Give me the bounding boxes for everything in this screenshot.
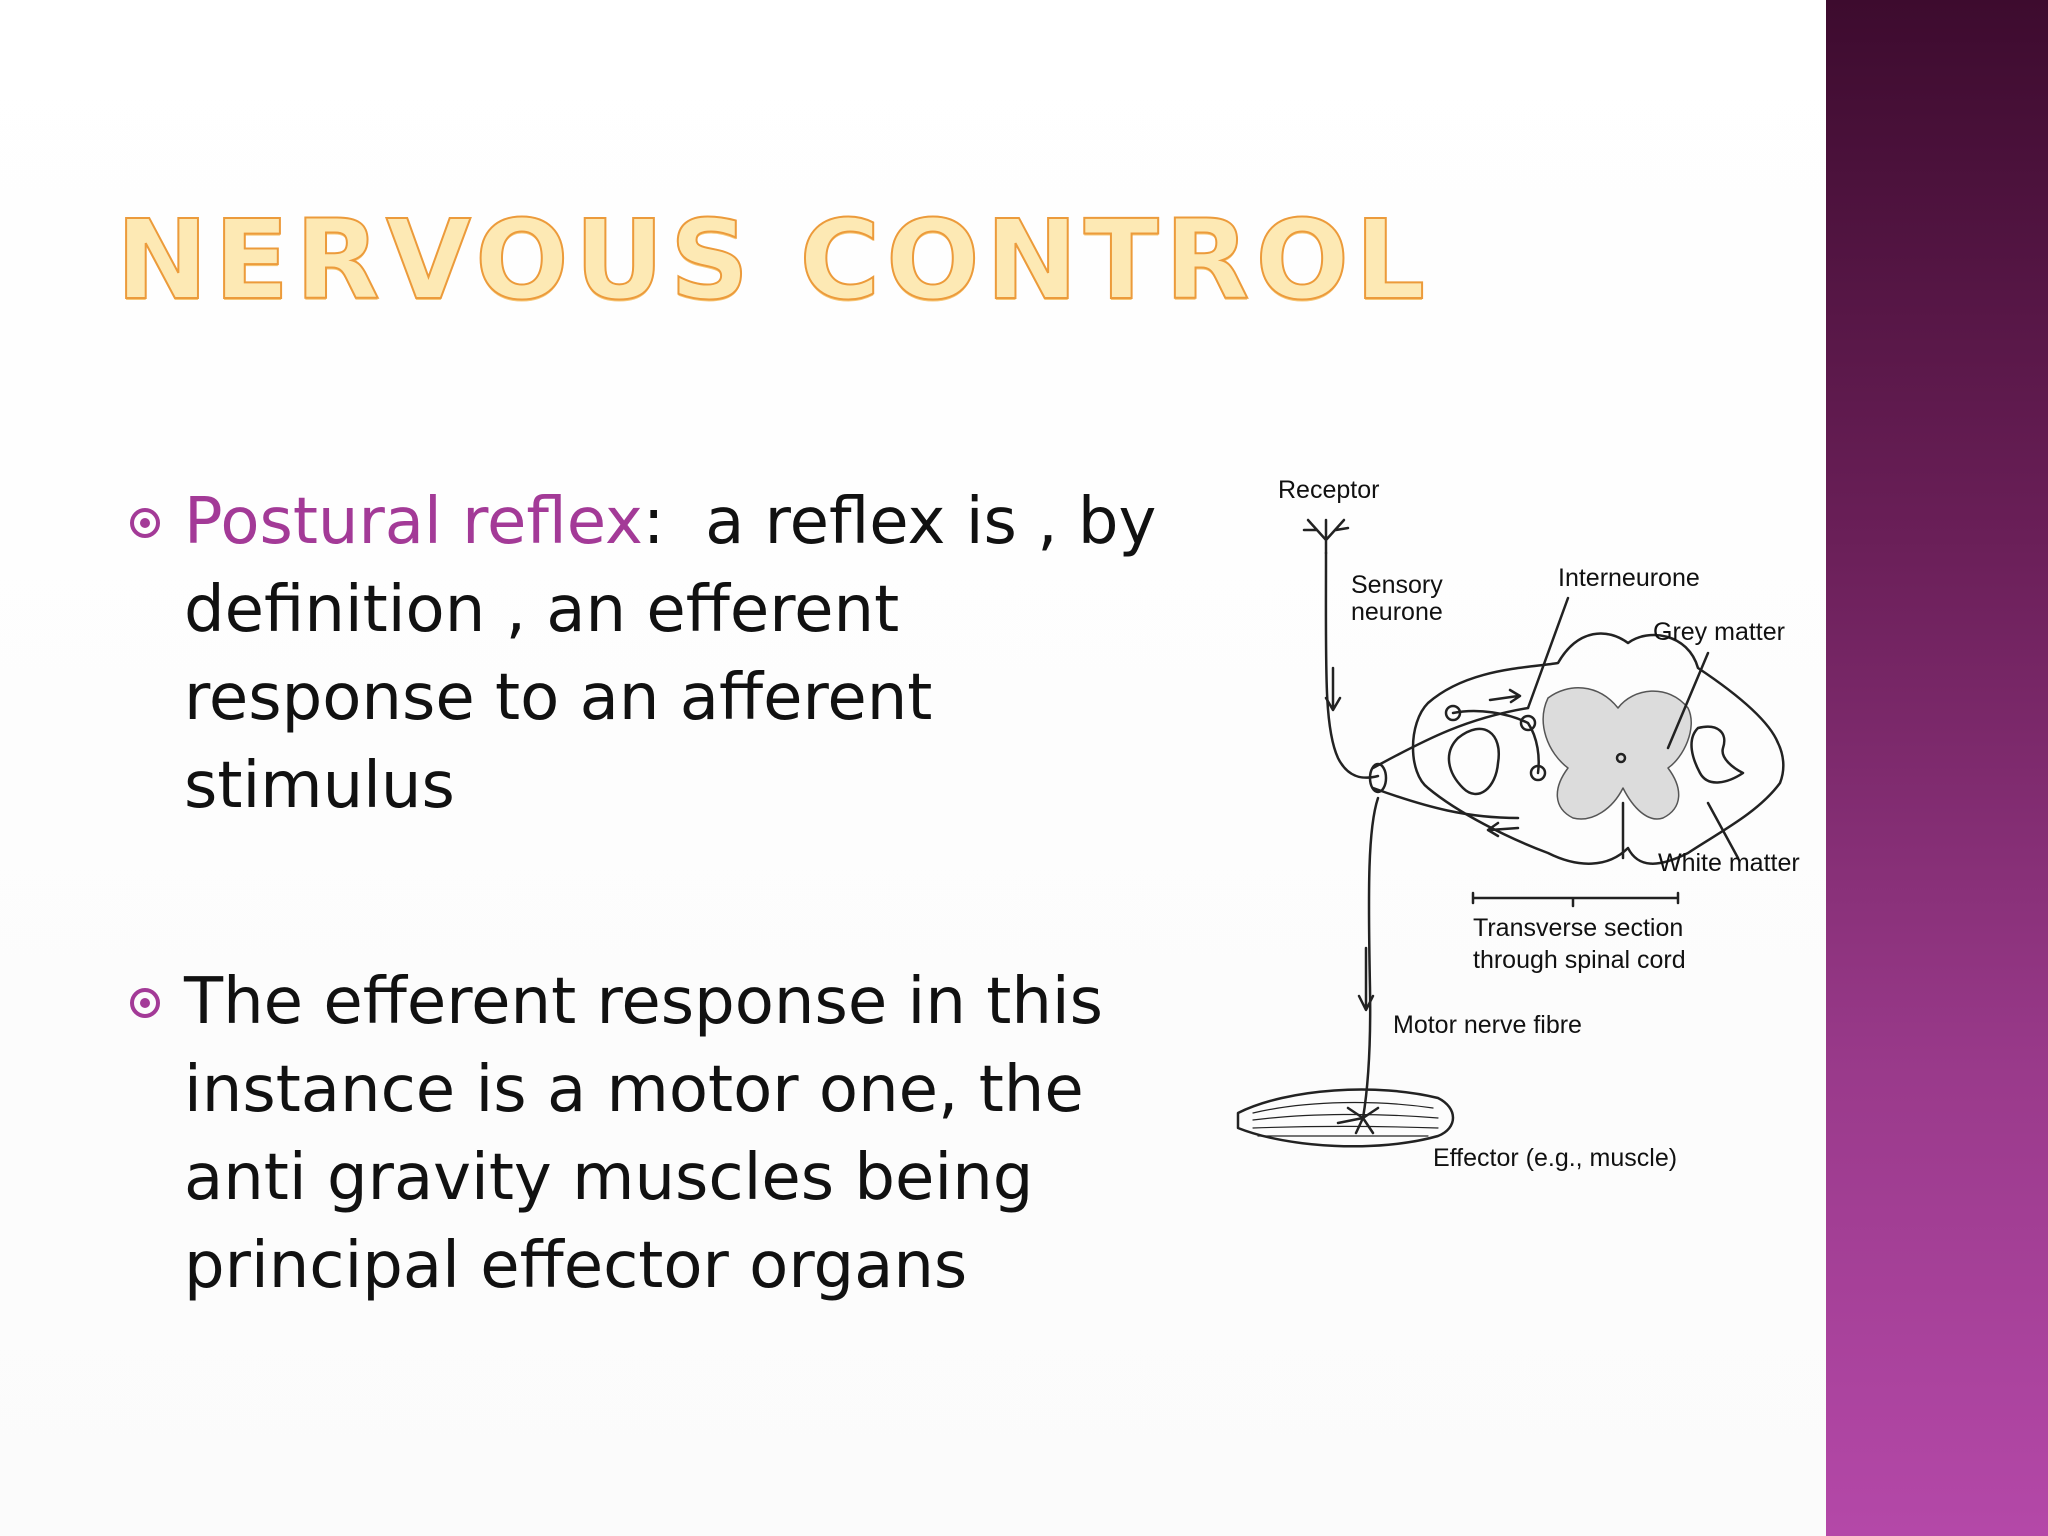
central-canal — [1615, 752, 1627, 764]
muscle-effector — [1236, 1088, 1455, 1148]
section-bracket — [1471, 891, 1680, 908]
label-sensory-1: Sensory — [1351, 571, 1443, 599]
label-motor-fibre: Motor nerve fibre — [1393, 1011, 1582, 1039]
cord-arrow-out — [1486, 821, 1520, 838]
receptor-endings — [1302, 518, 1350, 555]
dorsal-root-ganglion — [1368, 762, 1388, 794]
side-decorative-panel — [1826, 0, 2048, 1536]
bullet-circle-icon — [130, 988, 160, 1018]
bullet-circle-icon — [130, 508, 160, 538]
white-matter-right — [1690, 725, 1745, 784]
label-white-matter: White matter — [1658, 849, 1800, 877]
label-grey-matter: Grey matter — [1653, 618, 1785, 646]
white-matter-pointer — [1706, 801, 1740, 860]
bullet-term: Postural reflex — [184, 485, 643, 559]
neuron-cell — [1519, 714, 1537, 732]
bullet-item: Postural reflex: a reflex is , by defini… — [130, 478, 1190, 830]
sensory-arrow — [1324, 666, 1342, 712]
motor-nerve-fibre — [1361, 796, 1380, 1120]
label-effector: Effector (e.g., muscle) — [1433, 1144, 1677, 1172]
motor-end-plates — [1336, 1106, 1380, 1135]
grey-matter-pointer — [1666, 651, 1710, 750]
label-interneurone: Interneurone — [1558, 564, 1700, 592]
motor-arrow — [1357, 946, 1375, 1012]
nerve-root — [1371, 706, 1530, 820]
bullet-text: a reflex is , by definition , an efferen… — [184, 485, 1177, 823]
cord-arrow-in — [1488, 688, 1522, 704]
bullet-separator: : — [642, 485, 665, 559]
grey-matter-region — [1542, 687, 1692, 820]
reflex-arc-diagram: Receptor Sensory neurone Interneurone Gr… — [1236, 476, 1800, 1172]
bullet-text: The efferent response in this instance i… — [184, 965, 1103, 1303]
muscle-fibres — [1252, 1101, 1439, 1137]
bullet-list: Postural reflex: a reflex is , by defini… — [130, 478, 1190, 1310]
label-sensory-2: neurone — [1351, 598, 1443, 626]
label-receptor: Receptor — [1278, 476, 1379, 504]
label-transverse-1: Transverse section — [1473, 914, 1683, 942]
white-matter-left — [1447, 727, 1501, 796]
interneurone-path — [1451, 709, 1540, 775]
interneurone-pointer — [1526, 596, 1570, 710]
label-transverse-2: through spinal cord — [1473, 946, 1686, 974]
slide-title: NERVOUS CONTROL — [115, 196, 1432, 324]
bullet-item: The efferent response in this instance i… — [130, 958, 1190, 1310]
sensory-neurone-path — [1324, 551, 1380, 779]
slide-background — [0, 0, 1826, 1536]
